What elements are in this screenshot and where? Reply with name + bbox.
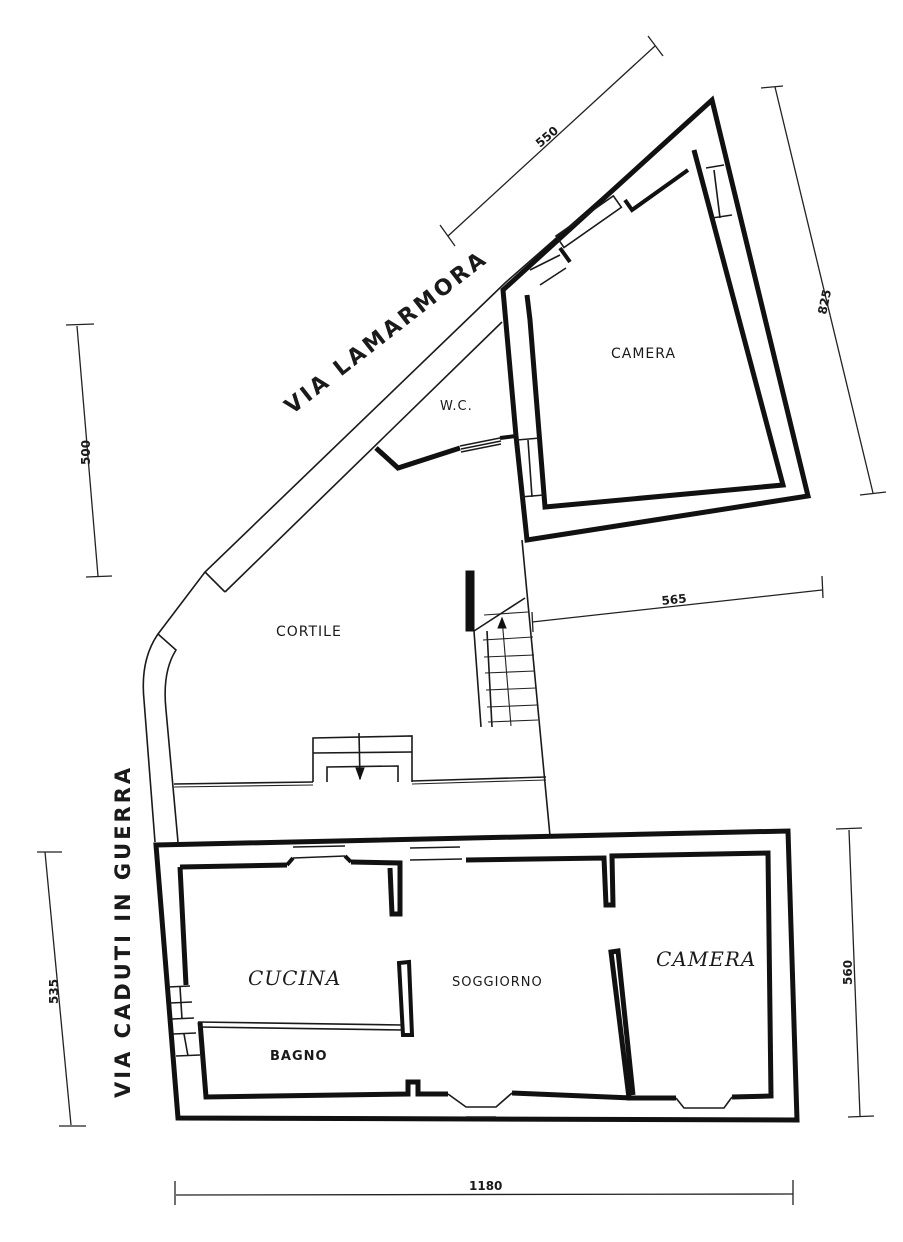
dimension-1180: 1180 [469,1179,502,1193]
dimension-565: 565 [661,591,687,608]
room-label-wc: W.C. [440,399,473,414]
street-label-west: VIA CADUTI IN GUERRA [111,765,135,1098]
dimension-535: 535 [47,979,61,1004]
dimension-500: 500 [79,440,93,465]
room-label-camera-lower: CAMERA [656,947,756,971]
room-label-bagno: BAGNO [270,1049,328,1064]
upper-building [500,95,812,543]
room-label-cucina: CUCINA [248,966,341,990]
dimension-550: 550 [533,123,561,150]
dimension-825: 825 [815,288,834,315]
dimension-560: 560 [841,960,855,985]
street-label-north: VIA LAMARMORA [280,246,493,420]
dimension-lines [37,35,887,1205]
street-boundary [142,102,711,843]
wc-room [374,434,517,471]
cortile-area [173,539,551,837]
lower-building [153,828,800,1123]
room-label-camera-upper: CAMERA [611,346,676,362]
room-label-cortile: CORTILE [276,624,342,640]
room-label-soggiorno: SOGGIORNO [452,975,543,990]
staircase [473,597,539,728]
entry-steps [312,732,413,782]
